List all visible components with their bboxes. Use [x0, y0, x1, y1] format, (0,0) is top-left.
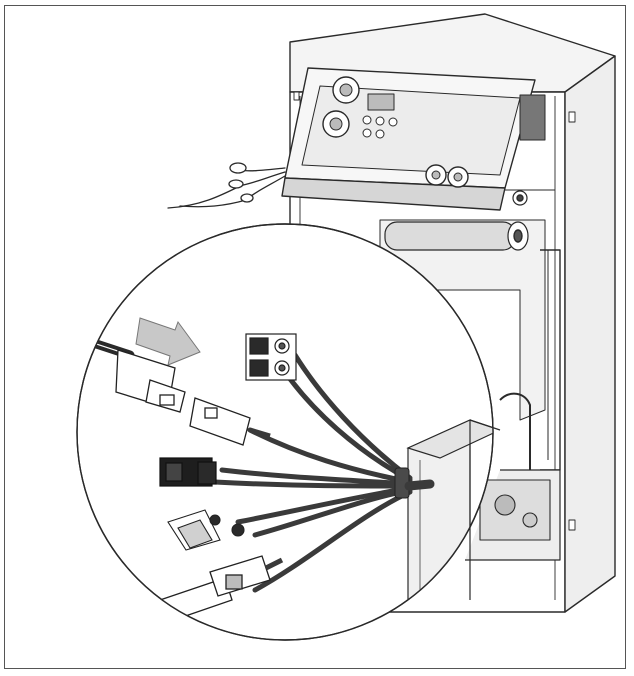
- loose-wires: [167, 162, 286, 209]
- black-connector: [159, 457, 217, 487]
- plug-connector-upper: [77, 331, 186, 413]
- control-panel: [281, 67, 546, 211]
- insertion-arrow: [135, 317, 201, 366]
- sensor-clip: [167, 509, 245, 551]
- wiring-harness: [212, 352, 413, 593]
- diagram-frame: [4, 5, 626, 669]
- terminal-block: [245, 333, 297, 381]
- callout-lines: [469, 419, 501, 600]
- socket-connector-upper: [189, 397, 271, 446]
